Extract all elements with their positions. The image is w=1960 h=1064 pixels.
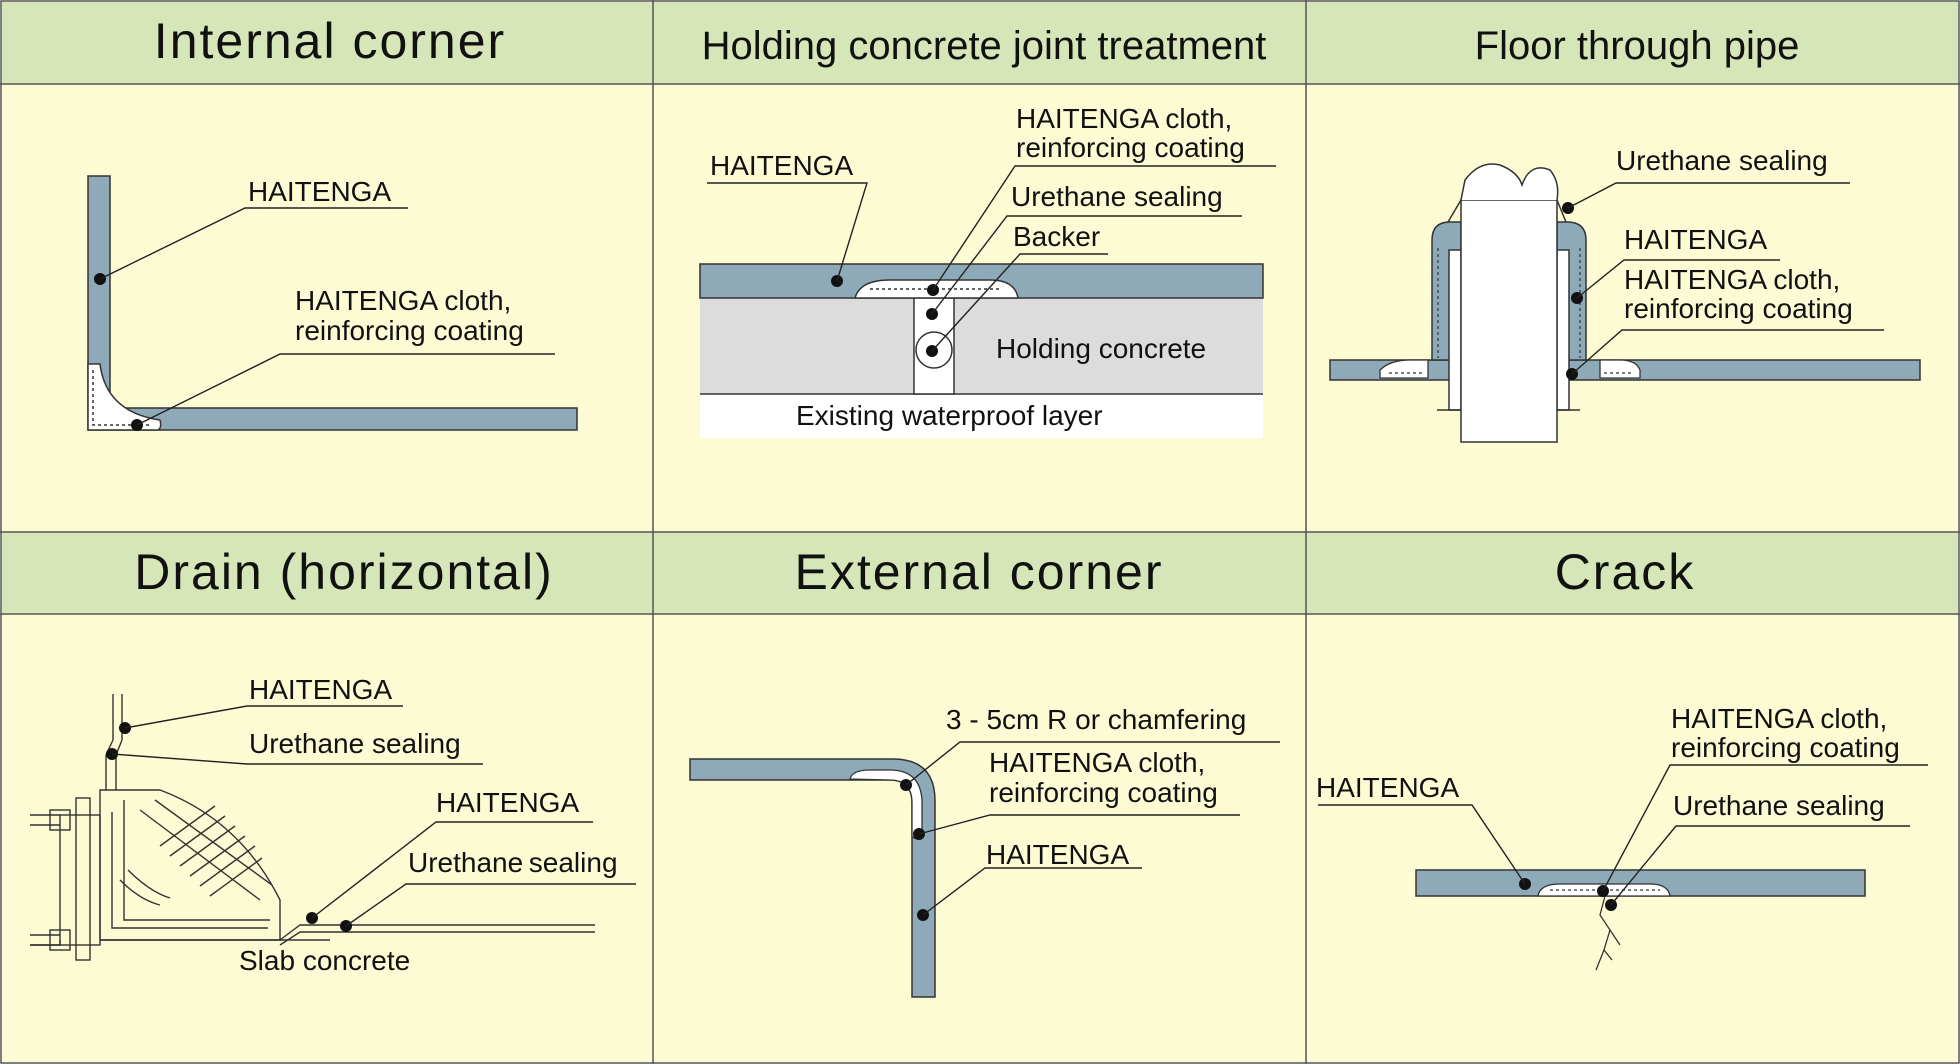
label-cloth-line2: reinforcing coating xyxy=(1624,293,1853,324)
title-holding-joint: Holding concrete joint treatment xyxy=(702,24,1267,68)
label-urethane-sealing: Urethane sealing xyxy=(408,847,618,878)
label-urethane-sealing: Urethane sealing xyxy=(249,728,461,759)
title-internal-corner: Internal corner xyxy=(154,13,506,69)
label-haitenga: HAITENGA xyxy=(436,787,579,818)
label-haitenga: HAITENGA xyxy=(248,176,391,207)
label-existing-layer: Existing waterproof layer xyxy=(796,400,1103,431)
label-cloth-line1: HAITENGA cloth, xyxy=(1016,103,1232,134)
label-cloth-line2: reinforcing coating xyxy=(295,315,524,346)
label-urethane-sealing: Urethane sealing xyxy=(1011,181,1223,212)
label-haitenga: HAITENGA xyxy=(986,839,1129,870)
drain-diagram xyxy=(30,694,636,961)
crack-diagram xyxy=(1318,764,1928,971)
floor-pipe-diagram xyxy=(1329,163,1921,443)
label-haitenga: HAITENGA xyxy=(1624,224,1767,255)
label-cloth-line2: reinforcing coating xyxy=(1671,732,1900,763)
holding-joint-diagram xyxy=(699,165,1276,438)
label-cloth-line1: HAITENGA cloth, xyxy=(1624,264,1840,295)
label-urethane-sealing: Urethane sealing xyxy=(1616,145,1828,176)
title-crack: Crack xyxy=(1555,544,1696,600)
label-chamfering: 3 - 5cm R or chamfering xyxy=(946,704,1246,735)
label-haitenga: HAITENGA xyxy=(249,674,392,705)
label-slab-concrete: Slab concrete xyxy=(239,945,410,976)
internal-corner-diagram xyxy=(87,175,578,431)
label-urethane-sealing: Urethane sealing xyxy=(1673,790,1885,821)
label-backer: Backer xyxy=(1013,221,1100,252)
label-cloth-line2: reinforcing coating xyxy=(989,777,1218,808)
label-cloth-line1: HAITENGA cloth, xyxy=(1671,703,1887,734)
title-external-corner: External corner xyxy=(794,544,1163,600)
label-haitenga: HAITENGA xyxy=(710,150,853,181)
label-cloth-line1: HAITENGA cloth, xyxy=(989,747,1205,778)
title-floor-pipe: Floor through pipe xyxy=(1475,24,1800,68)
title-drain: Drain (horizontal) xyxy=(134,544,553,600)
external-corner-diagram xyxy=(689,741,1280,998)
label-haitenga: HAITENGA xyxy=(1316,772,1459,803)
label-cloth-line1: HAITENGA cloth, xyxy=(295,285,511,316)
label-holding-concrete: Holding concrete xyxy=(996,333,1206,364)
label-cloth-line2: reinforcing coating xyxy=(1016,132,1245,163)
